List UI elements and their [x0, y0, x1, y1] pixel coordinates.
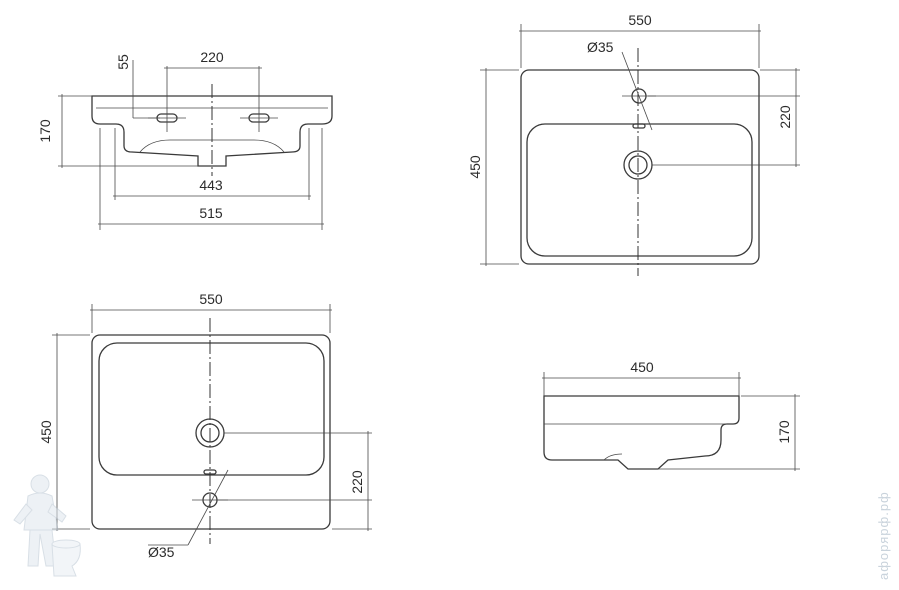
front-tap-hole-right — [240, 66, 278, 132]
bl-diameter-leader — [187, 469, 229, 546]
top-diameter-leader — [621, 51, 653, 131]
top-view-left: Ø35 550 450 220 — [38, 291, 372, 560]
top-overflow — [632, 123, 646, 129]
side-basin-outline — [543, 395, 740, 470]
bl-dim-hole-offset: 220 — [349, 470, 365, 494]
front-dim-outer-width: 515 — [199, 205, 223, 221]
front-dim-tap-offset: 55 — [115, 54, 131, 70]
front-dim-tap-spacing: 220 — [200, 49, 224, 65]
side-dim-width: 450 — [630, 359, 654, 375]
top-dim-depth: 450 — [467, 155, 483, 179]
bl-dim-depth: 450 — [38, 420, 54, 444]
side-dim-height: 170 — [776, 420, 792, 444]
top-dim-diameter: Ø35 — [587, 39, 614, 55]
plumber-mascot-logo — [13, 474, 81, 577]
side-view: 450 170 — [542, 359, 800, 471]
top-basin-outline — [520, 69, 760, 265]
bl-bowl-outline — [98, 342, 325, 476]
side-bowl-curve — [603, 453, 623, 461]
bl-dim-diameter: Ø35 — [148, 544, 175, 560]
front-basin-outline — [91, 95, 333, 167]
bl-basin-outline — [91, 334, 331, 530]
front-dim-height: 170 — [37, 119, 53, 143]
front-view: 220 55 170 443 515 — [37, 49, 333, 230]
bl-dim-width: 550 — [199, 291, 223, 307]
front-tap-hole-left — [148, 66, 186, 132]
top-dim-hole-offset: 220 — [777, 105, 793, 129]
front-dim-inner-width: 443 — [199, 177, 223, 193]
top-bowl-outline — [526, 123, 753, 257]
top-drain-inner — [628, 155, 648, 175]
top-dim-width: 550 — [628, 12, 652, 28]
top-view-right: Ø35 550 450 220 — [467, 12, 800, 276]
watermark-text: афорярф.рф — [876, 491, 891, 580]
